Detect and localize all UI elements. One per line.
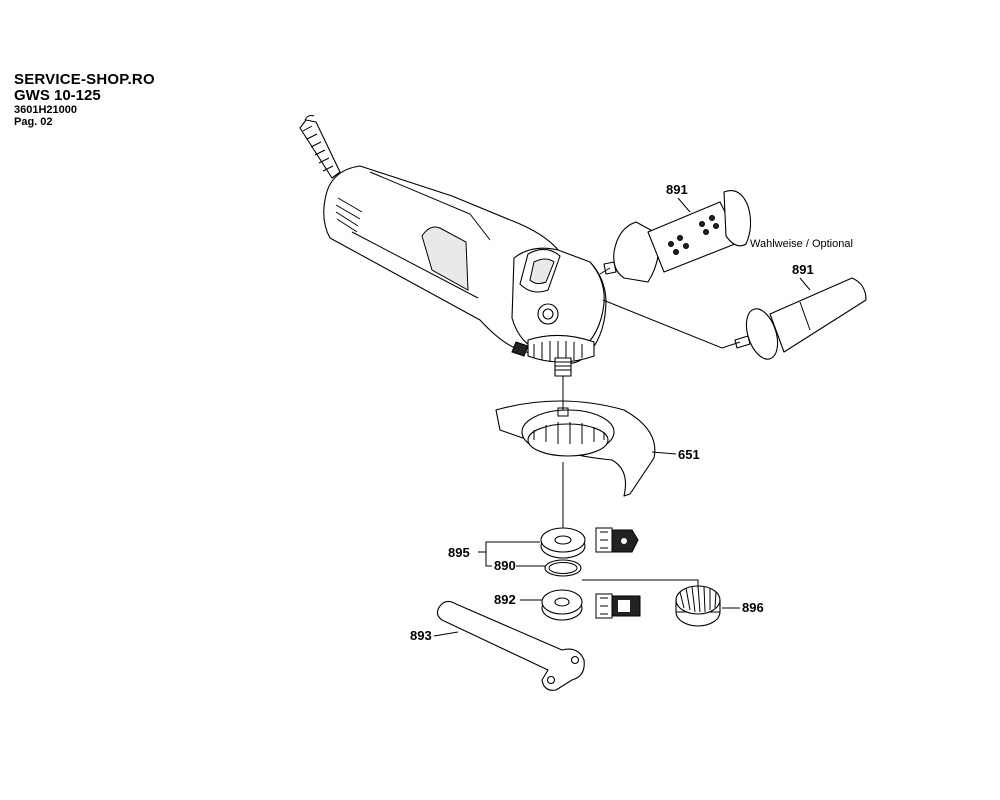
diagram-header: SERVICE-SHOP.RO GWS 10-125 3601H21000 Pa…	[14, 72, 155, 128]
optional-note: Wahlweise / Optional	[750, 238, 853, 250]
power-cord	[299, 115, 341, 179]
leader-line-handle	[599, 267, 611, 275]
callout-893: 893	[410, 628, 432, 643]
mounting-flange-895	[540, 527, 586, 559]
callout-891-b: 891	[792, 262, 814, 277]
callout-896: 896	[742, 600, 764, 615]
callout-leaders	[433, 197, 811, 637]
clamping-nut-892	[541, 589, 583, 621]
quick-clamping-nut-896	[675, 585, 721, 627]
page-number: Pag. 02	[14, 116, 53, 128]
callout-895: 895	[448, 545, 470, 560]
o-ring-890	[544, 559, 582, 577]
model-name: GWS 10-125	[14, 87, 101, 104]
auxiliary-handle-891-b	[734, 277, 867, 360]
leader-line-handle-optional	[602, 299, 741, 349]
auxiliary-handle-891-a	[603, 190, 752, 283]
callout-651: 651	[678, 447, 700, 462]
leader-line-896-bracket	[582, 579, 699, 588]
callout-892: 892	[494, 592, 516, 607]
nut-orientation-symbol	[595, 593, 641, 619]
two-pin-spanner-893	[436, 600, 585, 691]
part-number: 3601H21000	[14, 104, 78, 116]
shop-name: SERVICE-SHOP.RO	[14, 71, 155, 88]
angle-grinder-body	[323, 165, 607, 377]
callout-890: 890	[494, 558, 516, 573]
flange-orientation-symbol-upper	[595, 527, 639, 553]
protection-guard-651	[495, 400, 656, 497]
callout-891-a: 891	[666, 182, 688, 197]
